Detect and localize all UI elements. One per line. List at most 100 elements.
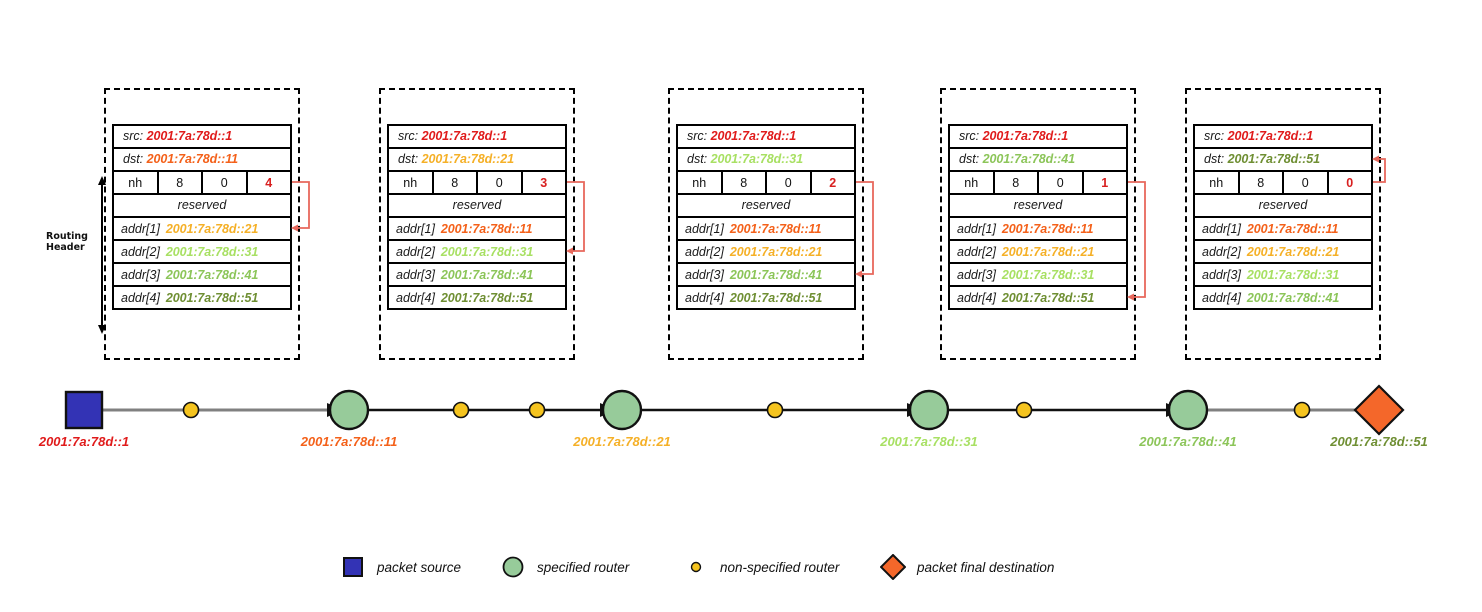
src-value: 2001:7a:78d::1 xyxy=(710,129,797,144)
circle-marker xyxy=(502,556,524,578)
routing-type-cell: 0 xyxy=(1284,172,1329,193)
src-row: src: 2001:7a:78d::1 xyxy=(948,124,1128,149)
dst-row: dst: 2001:7a:78d::41 xyxy=(948,147,1128,172)
src-row: src: 2001:7a:78d::1 xyxy=(1193,124,1373,149)
src-label: src: xyxy=(1204,129,1225,144)
segment-address-value: 2001:7a:78d::21 xyxy=(165,221,259,236)
dst-value: 2001:7a:78d::41 xyxy=(982,152,1075,167)
segment-index-label: addr[2] xyxy=(685,244,724,259)
packet-source-node[interactable] xyxy=(64,390,104,430)
specified-router-node[interactable] xyxy=(908,389,950,431)
segment-index-label: addr[2] xyxy=(957,244,996,259)
segment-index-label: addr[3] xyxy=(121,267,160,282)
topology-node-label: 2001:7a:78d::11 xyxy=(300,434,398,449)
segment-address-value: 2001:7a:78d::21 xyxy=(1246,244,1340,259)
legend-item: specified router xyxy=(500,554,629,580)
segment-index-label: addr[1] xyxy=(685,221,724,236)
dot-marker xyxy=(690,561,702,573)
topology-node-label: 2001:7a:78d::21 xyxy=(573,434,671,449)
segment-address-value: 2001:7a:78d::51 xyxy=(729,290,823,305)
segment-row-2: addr[2] 2001:7a:78d::21 xyxy=(676,239,856,264)
legend-label: packet source xyxy=(377,559,462,575)
reserved-row: reserved xyxy=(676,193,856,218)
dst-label: dst: xyxy=(123,152,144,167)
segment-index-label: addr[1] xyxy=(121,221,160,236)
segment-row-3: addr[3]2001:7a:78d::31 xyxy=(1193,262,1373,287)
segment-row-4: addr[4]2001:7a:78d::51 xyxy=(387,285,567,310)
reserved-row: reserved xyxy=(112,193,292,218)
segment-address-value: 2001:7a:78d::31 xyxy=(440,244,534,259)
legend-label: non-specified router xyxy=(720,559,840,575)
segment-address-value: 2001:7a:78d::51 xyxy=(165,290,259,305)
segment-row-1: addr[1]2001:7a:78d::11 xyxy=(1193,216,1373,241)
dst-row: dst: 2001:7a:78d::21 xyxy=(387,147,567,172)
reserved-row: reserved xyxy=(1193,193,1373,218)
non-specified-router-node[interactable] xyxy=(452,401,470,419)
dst-value: 2001:7a:78d::11 xyxy=(146,152,239,167)
dst-row: dst: 2001:7a:78d::51 xyxy=(1193,147,1373,172)
hdr-ext-len-cell: 8 xyxy=(159,172,203,193)
dst-label: dst: xyxy=(959,152,980,167)
segment-index-label: addr[2] xyxy=(396,244,435,259)
dst-row: dst: 2001:7a:78d::31 xyxy=(676,147,856,172)
non-specified-router-node[interactable] xyxy=(182,401,200,419)
segment-row-3: addr[3]2001:7a:78d::41 xyxy=(387,262,567,287)
segment-index-label: addr[2] xyxy=(1202,244,1241,259)
topology-node-label: 2001:7a:78d::51 xyxy=(1330,434,1428,449)
routing-type-cell: 0 xyxy=(767,172,812,193)
segment-address-value: 2001:7a:78d::11 xyxy=(729,221,822,236)
segment-row-4: addr[4]2001:7a:78d::41 xyxy=(1193,285,1373,310)
segment-index-label: addr[4] xyxy=(685,290,724,305)
segment-row-3: addr[3]2001:7a:78d::41 xyxy=(676,262,856,287)
next-header-cell: nh xyxy=(950,172,995,193)
segment-row-2: addr[2]2001:7a:78d::21 xyxy=(948,239,1128,264)
non-specified-router-node[interactable] xyxy=(1293,401,1311,419)
legend-label: packet final destination xyxy=(917,559,1055,575)
segment-index-label: addr[4] xyxy=(121,290,160,305)
non-specified-router-node[interactable] xyxy=(1015,401,1033,419)
specified-router-node[interactable] xyxy=(328,389,370,431)
segment-address-value: 2001:7a:78d::21 xyxy=(729,244,823,259)
segment-row-4: addr[4]2001:7a:78d::51 xyxy=(948,285,1128,310)
segment-index-label: addr[1] xyxy=(396,221,435,236)
dst-label: dst: xyxy=(398,152,419,167)
routing-header-label-line1: Routing xyxy=(46,231,88,242)
legend: packet source specified router non-specifi… xyxy=(0,548,1482,588)
src-label: src: xyxy=(687,129,708,144)
src-label: src: xyxy=(398,129,419,144)
segment-row-1: addr[1] 2001:7a:78d::21 xyxy=(112,216,292,241)
specified-router-node[interactable] xyxy=(601,389,643,431)
legend-label: specified router xyxy=(537,559,630,575)
segment-address-value: 2001:7a:78d::31 xyxy=(165,244,259,259)
src-value: 2001:7a:78d::1 xyxy=(146,129,233,144)
packet-destination-node[interactable] xyxy=(1353,384,1405,436)
src-row: src: 2001:7a:78d::1 xyxy=(387,124,567,149)
dst-row: dst: 2001:7a:78d::11 xyxy=(112,147,292,172)
segment-address-value: 2001:7a:78d::41 xyxy=(729,267,823,282)
non-specified-router-node[interactable] xyxy=(766,401,784,419)
segment-row-1: addr[1] 2001:7a:78d::11 xyxy=(676,216,856,241)
segments-left-cell: 3 xyxy=(540,175,548,190)
network-topology xyxy=(64,384,1405,436)
segment-index-label: addr[1] xyxy=(957,221,996,236)
segment-index-label: addr[3] xyxy=(396,267,435,282)
src-row: src: 2001:7a:78d::1 xyxy=(676,124,856,149)
segment-index-label: addr[3] xyxy=(957,267,996,282)
segment-row-3: addr[3]2001:7a:78d::31 xyxy=(948,262,1128,287)
segments-left-cell: 2 xyxy=(829,175,837,190)
topology-node-label: 2001:7a:78d::1 xyxy=(38,434,130,449)
segment-row-4: addr[4] 2001:7a:78d::51 xyxy=(112,285,292,310)
dst-label: dst: xyxy=(1204,152,1225,167)
routing-type-cell: 0 xyxy=(478,172,523,193)
non-specified-router-node[interactable] xyxy=(528,401,546,419)
segment-index-label: addr[3] xyxy=(1202,267,1241,282)
dst-label: dst: xyxy=(687,152,708,167)
legend-item: non-specified router xyxy=(683,554,839,580)
specified-router-node[interactable] xyxy=(1167,389,1209,431)
routing-header-label: Routing Header xyxy=(46,231,102,254)
